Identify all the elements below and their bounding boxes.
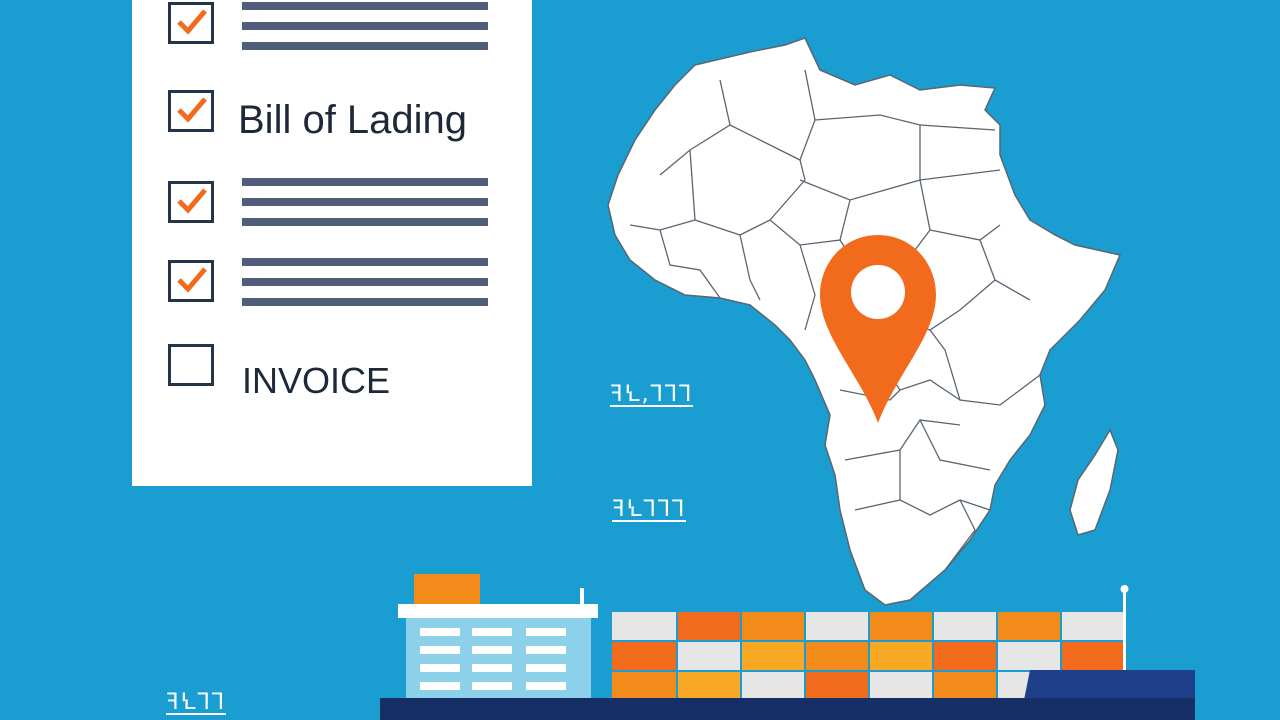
location-pin-icon [820, 235, 936, 423]
text-placeholder-lines [242, 2, 488, 62]
check-icon [177, 267, 207, 293]
invoice-label: INVOICE [242, 360, 391, 401]
decorative-glyph-text: ꟻꝆꞀꞀ [166, 690, 227, 715]
cargo-ship [380, 574, 1195, 720]
check-icon [177, 97, 207, 123]
checkbox-unchecked[interactable] [168, 344, 214, 386]
check-icon [177, 9, 207, 35]
madagascar [1069, 428, 1119, 536]
checkbox-checked[interactable] [168, 181, 214, 223]
bill-of-lading-label: Bill of Lading [238, 98, 468, 142]
country-borders [629, 69, 1041, 571]
decorative-glyph-text: ꟻꝆ,ꞀꞀꞀ [610, 382, 694, 407]
africa-map [607, 37, 1122, 606]
decorative-glyph-text: ꟻꝆꞀꞀꞀ [612, 497, 687, 522]
checklist-document: Bill of Lading INVOICE [132, 0, 532, 486]
ship-hull [380, 698, 1195, 720]
text-placeholder-lines [242, 258, 488, 318]
checkbox-checked[interactable] [168, 2, 214, 44]
text-placeholder-lines [242, 178, 488, 238]
ship-bridge-deck [398, 604, 598, 618]
ship-bridge-roof [414, 574, 480, 606]
ship-windows [420, 628, 566, 690]
checkbox-checked[interactable] [168, 260, 214, 302]
check-icon [177, 188, 207, 214]
checkbox-checked[interactable] [168, 90, 214, 132]
